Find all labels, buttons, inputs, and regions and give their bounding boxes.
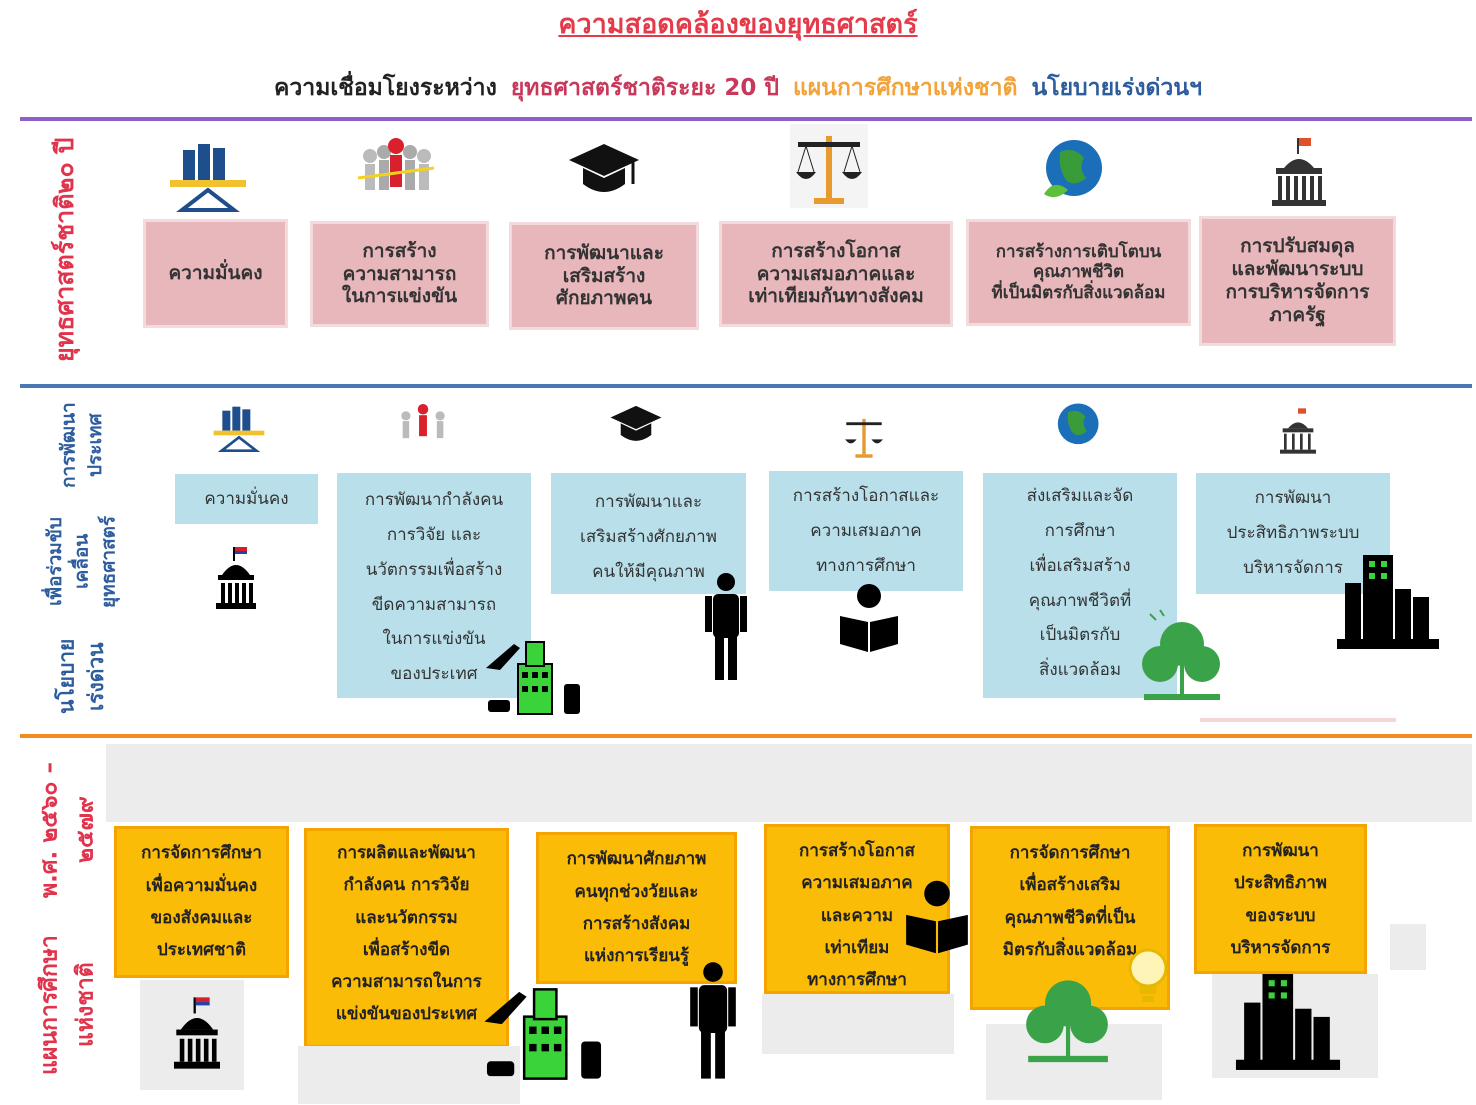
strategy-box-4-text: การสร้างโอกาส ความเสมอภาคและ เท่าเทียมกั… (748, 239, 924, 308)
balance-chart-small-icon (212, 404, 266, 452)
row-label-policy-line2: เพื่อร่วมขับเคลื่อนยุทธศาสตร์ (44, 515, 120, 608)
strategy-box-3-text: การพัฒนาและ เสริมสร้าง ศักยภาพคน (544, 241, 664, 310)
plan-box-3: การพัฒนาศักยภาพ คนทุกช่วงวัยและ การสร้าง… (536, 832, 737, 984)
row-label-policy-line1: นโยบายเร่งด่วน (54, 638, 108, 715)
capitol-icon (216, 545, 256, 611)
row-label-strategy-line1: ยุทธศาสตร์ชาติ (50, 193, 79, 363)
policy-box-5-text: ส่งเสริมและจัด การศึกษา เพื่อเสริมสร้าง … (1026, 486, 1134, 681)
reader-plan-icon (904, 876, 970, 958)
grey-band (106, 744, 1472, 822)
forest-icon (1140, 608, 1222, 704)
policy-box-4: การสร้างโอกาสและ ความเสมอภาค ทางการศึกษา (769, 471, 963, 591)
policy-box-4-text: การสร้างโอกาสและ ความเสมอภาค ทางการศึกษา (792, 486, 940, 576)
pink-strip (1200, 718, 1396, 722)
page-title: ความสอดคล้องของยุทธศาสตร์ (558, 9, 918, 40)
strategy-box-2-text: การสร้าง ความสามารถ ในการแข่งขัน (341, 239, 458, 308)
policy-box-3-text: การพัฒนาและ เสริมสร้างศักยภาพ คนให้มีคุณ… (580, 492, 717, 582)
plan-box-1: การจัดการศึกษา เพื่อความมั่นคง ของสังคมแ… (114, 826, 289, 978)
plan-box-1-text: การจัดการศึกษา เพื่อความมั่นคง ของสังคมแ… (141, 843, 262, 961)
plan-box-5-text: การจัดการศึกษา เพื่อสร้างเสริม คุณภาพชีว… (1002, 843, 1138, 960)
divider-strategy (20, 117, 1472, 121)
divider-policy (20, 384, 1472, 388)
subtitle-policy: นโยบายเร่งด่วนฯ (1031, 75, 1202, 101)
row-label-plan-line1: แผนการศึกษาแห่งชาติ (36, 934, 99, 1075)
strategy-box-4: การสร้างโอกาส ความเสมอภาคและ เท่าเทียมกั… (719, 221, 953, 327)
policy-box-1: ความมั่นคง (175, 474, 318, 524)
plan-box-6-text: การพัฒนา ประสิทธิภาพ ของระบบ บริหารจัดกา… (1230, 841, 1331, 958)
policy-box-1-text: ความมั่นคง (204, 488, 289, 509)
city-building-plan-icon (1232, 972, 1344, 1072)
plan-box-5: การจัดการศึกษา เพื่อสร้างเสริม คุณภาพชีว… (970, 826, 1170, 1010)
lightbulb-icon (1126, 944, 1170, 1010)
plan-box-3-text: การพัฒนาศักยภาพ คนทุกช่วงวัยและ การสร้าง… (566, 849, 707, 967)
person-icon (703, 572, 749, 682)
row-label-policy-line3: การพัฒนาประเทศ (57, 402, 106, 488)
subtitle-strategy: ยุทธศาสตร์ชาติระยะ 20 ปี (510, 75, 779, 101)
page-subtitle: ความเชื่อมโยงระหว่าง ยุทธศาสตร์ชาติระยะ … (0, 70, 1476, 106)
strategy-box-5: การสร้างการเติบโตบน คุณภาพชีวิต ที่เป็นม… (966, 219, 1191, 326)
row-label-strategy: ยุทธศาสตร์ชาติ ๒๐ ปี (20, 130, 110, 370)
city-transport-icon (484, 638, 584, 718)
plan-box-2-text: การผลิตและพัฒนา กำลังคน การวิจัย และนวัต… (331, 843, 482, 1025)
graduation-cap-small-icon (609, 403, 663, 451)
team-race-small-icon (396, 404, 450, 450)
row-label-strategy-line2: ๒๐ ปี (50, 137, 79, 194)
divider-plan (20, 734, 1472, 738)
strategy-box-3: การพัฒนาและ เสริมสร้าง ศักยภาพคน (509, 222, 699, 330)
policy-box-6-text: การพัฒนา ประสิทธิภาพระบบ บริหารจัดการ (1226, 488, 1360, 578)
team-race-icon (356, 138, 436, 208)
scales-icon (790, 124, 868, 208)
strategy-box-6: การปรับสมดุล และพัฒนาระบบ การบริหารจัดกา… (1199, 216, 1396, 346)
globe-small-icon (1052, 402, 1100, 450)
row-label-plan: แผนการศึกษาแห่งชาติ พ.ศ. ๒๕๖๐ – ๒๕๗๙ (20, 745, 115, 1095)
balance-chart-icon (168, 140, 248, 212)
grey-patch-3 (762, 994, 954, 1054)
strategy-box-2: การสร้าง ความสามารถ ในการแข่งขัน (310, 221, 489, 327)
graduation-cap-icon (567, 140, 641, 206)
row-label-policy: นโยบายเร่งด่วน เพื่อร่วมขับเคลื่อนยุทธศา… (22, 400, 142, 720)
subtitle-prefix: ความเชื่อมโยงระหว่าง (274, 75, 497, 101)
strategy-box-5-text: การสร้างการเติบโตบน คุณภาพชีวิต ที่เป็นม… (991, 241, 1166, 303)
policy-box-3: การพัฒนาและ เสริมสร้างศักยภาพ คนให้มีคุณ… (551, 473, 746, 594)
plan-box-4: การสร้างโอกาส ความเสมอภาค และความ เท่าเท… (764, 824, 950, 994)
policy-box-6: การพัฒนา ประสิทธิภาพระบบ บริหารจัดการ (1196, 473, 1390, 594)
row-label-plan-line2: พ.ศ. ๒๕๖๐ – ๒๕๗๙ (36, 761, 99, 898)
strategy-box-6-text: การปรับสมดุล และพัฒนาระบบ การบริหารจัดกา… (1225, 235, 1370, 326)
subtitle-plan: แผนการศึกษาแห่งชาติ (792, 75, 1018, 101)
scales-small-icon (840, 412, 888, 460)
plan-box-4-text: การสร้างโอกาส ความเสมอภาค และความ เท่าเท… (799, 841, 915, 991)
person-plan-icon (688, 958, 738, 1084)
capitol-plan-icon (174, 990, 220, 1076)
grey-patch-6 (1390, 924, 1426, 970)
city-transport-plan-icon (482, 984, 606, 1084)
grey-patch-2 (298, 1046, 520, 1104)
government-building-icon (1266, 136, 1332, 208)
forest-plan-icon (1024, 964, 1110, 1068)
reader-icon (838, 582, 900, 654)
globe-icon (1038, 138, 1104, 204)
plan-box-6: การพัฒนา ประสิทธิภาพ ของระบบ บริหารจัดกา… (1194, 824, 1367, 974)
strategy-box-1-text: ความมั่นคง (168, 262, 263, 285)
policy-box-2-text: การพัฒนากำลังคน การวิจัย และ นวัตกรรมเพื… (364, 489, 504, 685)
city-building-icon (1337, 553, 1439, 651)
government-building-small-icon (1276, 405, 1320, 457)
strategy-box-1: ความมั่นคง (143, 219, 288, 328)
plan-box-2: การผลิตและพัฒนา กำลังคน การวิจัย และนวัต… (304, 828, 509, 1048)
